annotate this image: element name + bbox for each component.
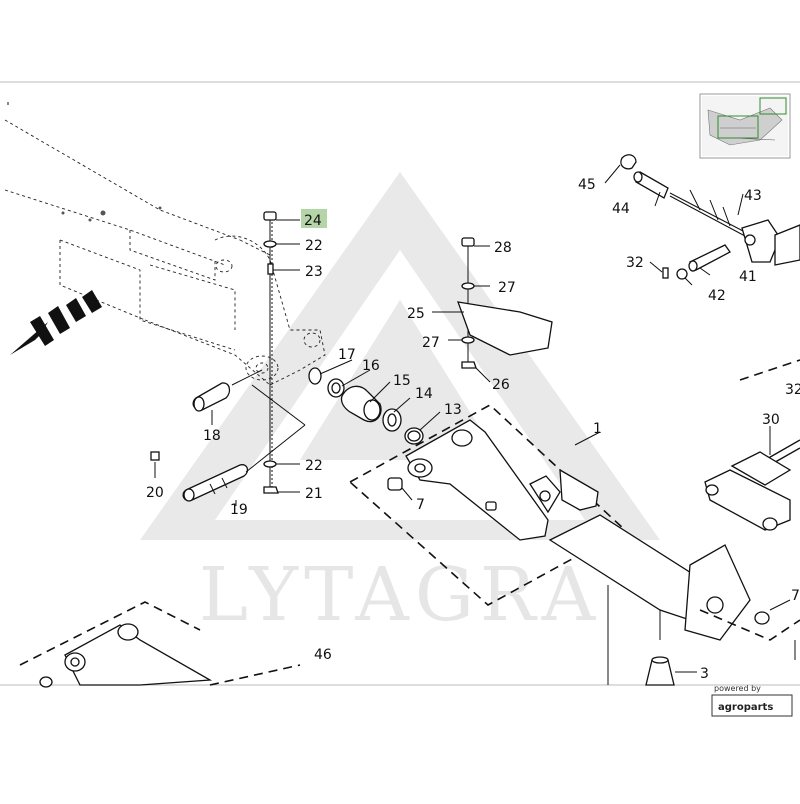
- part-label-44[interactable]: 44: [612, 201, 630, 217]
- part-label-16[interactable]: 16: [362, 358, 380, 374]
- part-label-23[interactable]: 23: [305, 264, 323, 280]
- agroparts-badge[interactable]: powered by agroparts: [711, 684, 793, 717]
- part-label-7b[interactable]: 7: [791, 588, 800, 604]
- part-label-24[interactable]: 24: [304, 213, 322, 229]
- part-label-14[interactable]: 14: [415, 386, 433, 402]
- part-label-15[interactable]: 15: [393, 373, 411, 389]
- part-label-32b[interactable]: 32: [785, 382, 800, 398]
- part-label-18[interactable]: 18: [203, 428, 221, 444]
- part-label-26[interactable]: 26: [492, 377, 510, 393]
- pivot-assembly: [604, 154, 800, 286]
- lower-link-1: [348, 404, 751, 685]
- part-labels: 24 22 23 22 21 18 20 19 17 16 15 14 13 2…: [146, 177, 800, 682]
- pin-18: [192, 369, 263, 425]
- part-label-42[interactable]: 42: [708, 288, 726, 304]
- part-label-45[interactable]: 45: [578, 177, 596, 193]
- part-label-43[interactable]: 43: [744, 188, 762, 204]
- part-label-22b[interactable]: 22: [305, 458, 323, 474]
- powered-by-text: powered by: [714, 684, 761, 693]
- frame-drawing: [4, 102, 326, 386]
- highlight-marker: [301, 209, 327, 228]
- part-label-1[interactable]: 1: [593, 421, 602, 437]
- part-label-3[interactable]: 3: [700, 666, 709, 682]
- part-label-46[interactable]: 46: [314, 647, 332, 663]
- pin-19: [182, 384, 306, 506]
- direction-arrow-icon: [10, 290, 102, 355]
- part-label-22a[interactable]: 22: [305, 238, 323, 254]
- part-label-30[interactable]: 30: [762, 412, 780, 428]
- part-label-41[interactable]: 41: [739, 269, 757, 285]
- link-30: [704, 426, 800, 531]
- agroparts-logo-text: agroparts: [718, 702, 773, 713]
- part-label-27a[interactable]: 27: [498, 280, 516, 296]
- part-label-13[interactable]: 13: [444, 402, 462, 418]
- overview-thumbnail[interactable]: [699, 93, 791, 159]
- part-label-17[interactable]: 17: [338, 347, 356, 363]
- part-3: [645, 656, 697, 686]
- part-7-right: [754, 599, 791, 625]
- part-label-7a[interactable]: 7: [416, 497, 425, 513]
- plate-assembly: [432, 237, 553, 383]
- bushing-set: [308, 359, 441, 445]
- part-label-32a[interactable]: 32: [626, 255, 644, 271]
- bolt-stack-left: [263, 211, 300, 494]
- part-label-25[interactable]: 25: [407, 306, 425, 322]
- part-label-28[interactable]: 28: [494, 240, 512, 256]
- grease-nipple-20: [150, 451, 160, 478]
- watermark-logo: LYTAGRA: [140, 172, 660, 638]
- part-label-19[interactable]: 19: [230, 502, 248, 518]
- part-label-27b[interactable]: 27: [422, 335, 440, 351]
- frame-46: [19, 601, 301, 688]
- part-label-21[interactable]: 21: [305, 486, 323, 502]
- part-label-20[interactable]: 20: [146, 485, 164, 501]
- watermark-text: LYTAGRA: [199, 552, 601, 638]
